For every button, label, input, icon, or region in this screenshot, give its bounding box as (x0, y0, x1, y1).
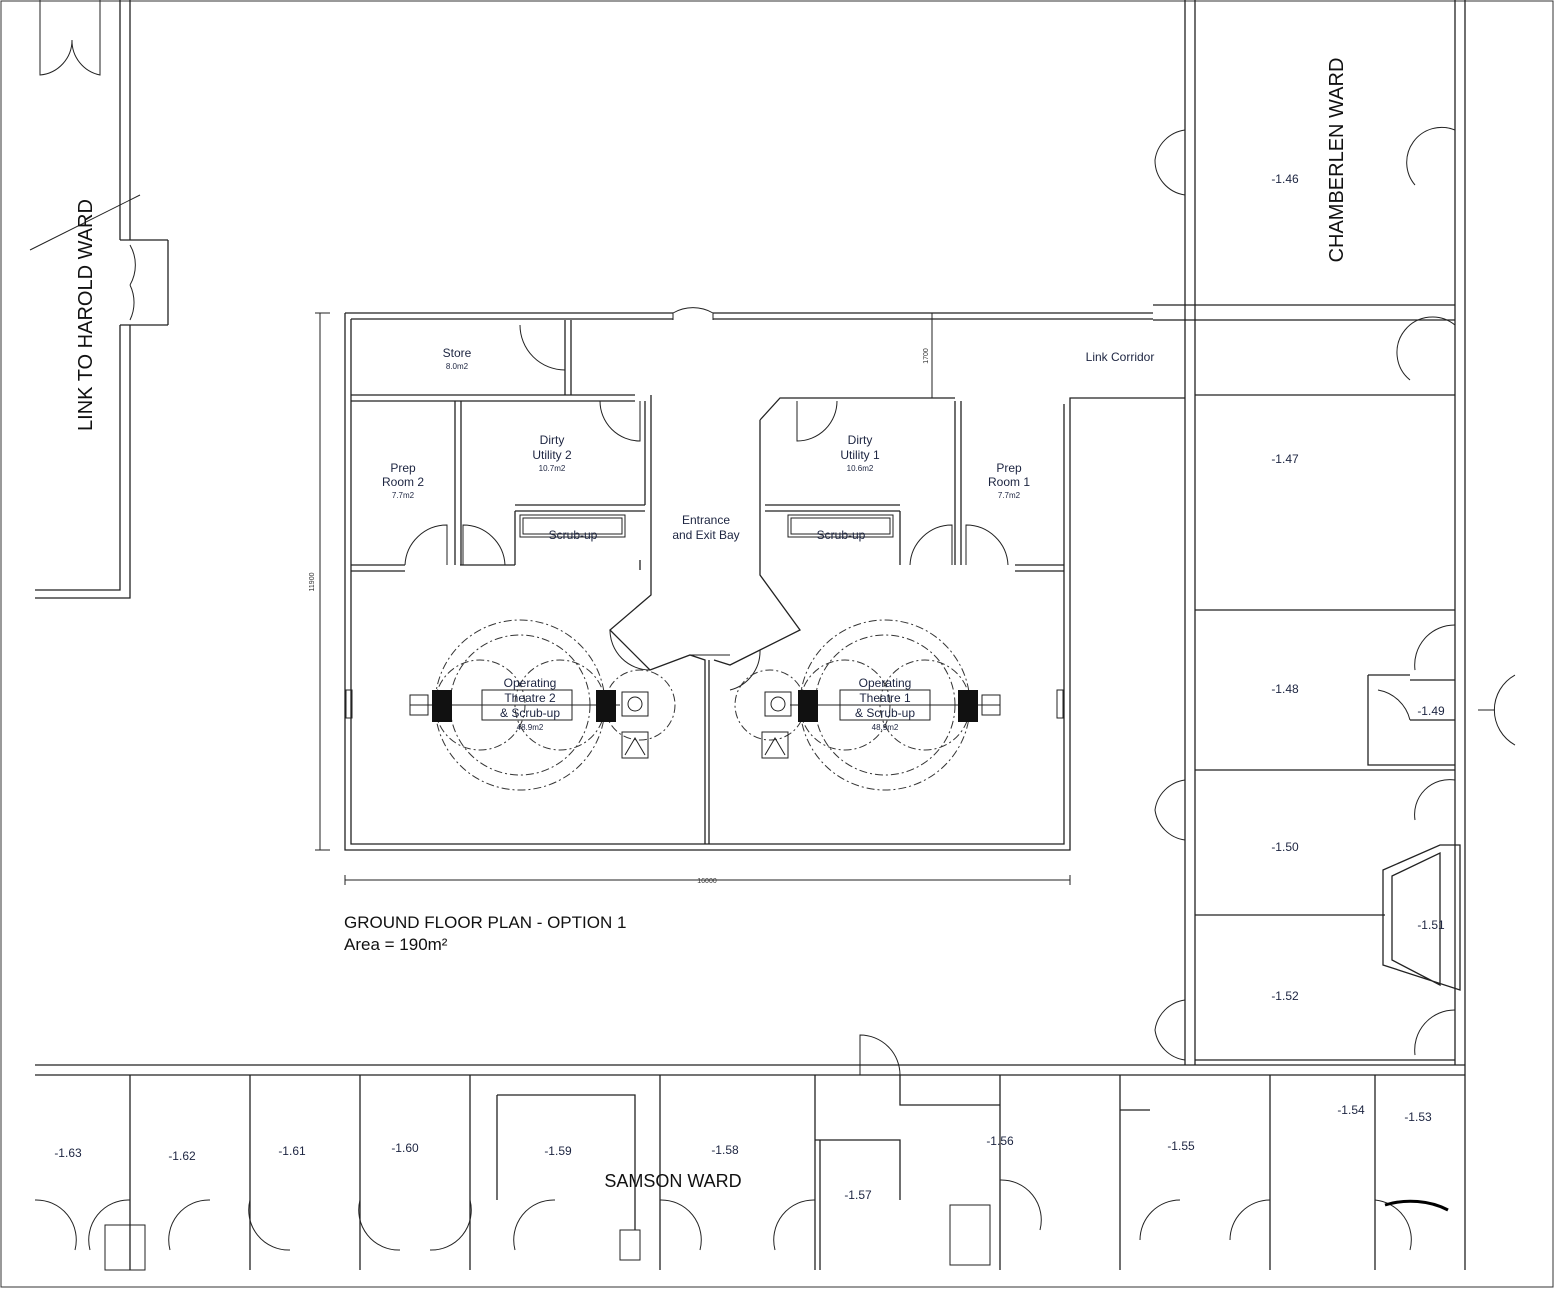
theatre-2-equipment (409, 619, 676, 791)
theatre-1-label: & Scrub-up (855, 706, 915, 720)
room-number: -1.58 (711, 1143, 739, 1157)
room-number: -1.57 (844, 1188, 872, 1202)
room-number: -1.49 (1417, 704, 1445, 718)
prep-room-2-area: 7.7m2 (392, 491, 415, 500)
theatre-2-label: & Scrub-up (500, 706, 560, 720)
harold-ward-link-walls (29, 0, 169, 599)
plan-title: GROUND FLOOR PLAN - OPTION 1 (344, 913, 626, 932)
room-number: -1.51 (1417, 918, 1445, 932)
dirty-utility-1-label: Dirty (848, 433, 873, 447)
plan-area: Area = 190m² (344, 935, 448, 954)
prep-room-2-label: Room 2 (382, 475, 424, 489)
dimension-lines (315, 312, 1071, 885)
dimension-corridor: 1700 (923, 348, 930, 364)
chamberlen-ward-label: CHAMBERLEN WARD (1326, 58, 1348, 263)
room-number: -1.59 (544, 1144, 572, 1158)
dirty-utility-1-label: Utility 1 (840, 448, 880, 462)
room-number: -1.52 (1271, 989, 1299, 1003)
room-number: -1.63 (54, 1146, 82, 1160)
dirty-utility-2-label: Utility 2 (532, 448, 572, 462)
harold-ward-label: LINK TO HAROLD WARD (75, 199, 97, 431)
dimension-width: 16000 (697, 878, 717, 885)
room-number: -1.50 (1271, 840, 1299, 854)
prep-room-1-label: Room 1 (988, 475, 1030, 489)
theatre-2-label: Operating (504, 676, 557, 690)
chamberlen-ward-walls (1153, 0, 1516, 1065)
room-number: -1.46 (1271, 172, 1299, 186)
entrance-bay-label: and Exit Bay (672, 528, 739, 542)
room-number: -1.55 (1167, 1139, 1195, 1153)
theatre-2-label: Theatre 2 (504, 691, 556, 705)
scrub-up-2-label: Scrub-up (549, 528, 598, 542)
theatre-1-area: 48.9m2 (872, 723, 899, 732)
room-number: -1.53 (1404, 1110, 1432, 1124)
dirty-utility-2-area: 10.7m2 (539, 464, 566, 473)
dirty-utility-1-area: 10.6m2 (847, 464, 874, 473)
room-number: -1.47 (1271, 452, 1299, 466)
theatre-1-equipment (734, 619, 1001, 791)
prep-room-1-area: 7.7m2 (998, 491, 1021, 500)
samson-ward-label: SAMSON WARD (604, 1171, 741, 1191)
prep-room-1-label: Prep (996, 461, 1022, 475)
dirty-utility-2-label: Dirty (540, 433, 565, 447)
room-number: -1.56 (986, 1134, 1014, 1148)
room-number: -1.48 (1271, 682, 1299, 696)
theatre-1-label: Theatre 1 (859, 691, 911, 705)
scrub-up-1-label: Scrub-up (817, 528, 866, 542)
entrance-bay-label: Entrance (682, 513, 730, 527)
room-number: -1.60 (391, 1141, 419, 1155)
store-label: Store (443, 346, 472, 360)
room-number: -1.62 (168, 1149, 196, 1163)
link-corridor-label: Link Corridor (1086, 350, 1155, 364)
room-numbers: -1.46 -1.47 -1.48 -1.49 -1.50 -1.51 -1.5… (54, 172, 1445, 1202)
theatre-1-label: Operating (859, 676, 912, 690)
theatre-2-area: 48.9m2 (517, 723, 544, 732)
dimension-height: 11900 (309, 572, 316, 591)
samson-ward-walls (34, 1034, 1466, 1271)
prep-room-2-label: Prep (390, 461, 416, 475)
room-number: -1.54 (1337, 1103, 1365, 1117)
store-area: 8.0m2 (446, 362, 469, 371)
theatre-block-walls (344, 307, 1185, 851)
room-labels: Store 8.0m2 Prep Room 2 7.7m2 Dirty Util… (382, 346, 1030, 732)
room-number: -1.61 (278, 1144, 306, 1158)
